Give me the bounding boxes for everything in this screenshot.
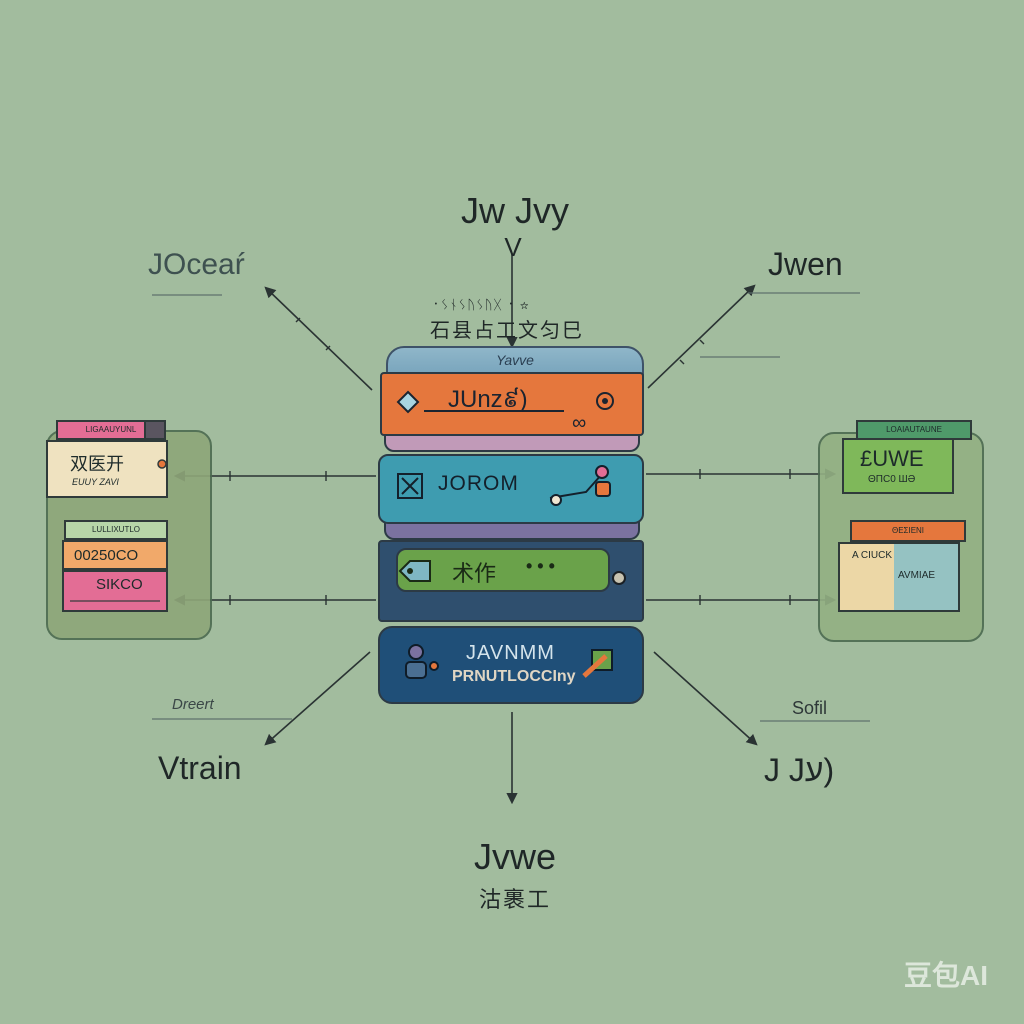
bottom-title: Jvwe	[473, 836, 557, 877]
underline-bottom-left	[152, 718, 292, 720]
left-card-3[interactable]	[62, 570, 168, 612]
left-card-2-tab: LULLIXUTLO	[64, 520, 168, 540]
diamond-icon	[396, 390, 420, 414]
left-card-1-title: 双医开	[70, 454, 124, 474]
right-card-1-tab: LOAIAUTAUNE	[856, 420, 972, 440]
left-card-2-value: 00250CO	[74, 547, 139, 564]
label-bottom-right: J Jע)	[764, 752, 835, 788]
left-card-1[interactable]	[46, 440, 168, 498]
layer-3-label: 术作	[452, 561, 497, 586]
underline-top-right-2	[700, 356, 780, 358]
layer-4-title: JAVNMM	[466, 642, 555, 664]
arrow-top-left	[264, 286, 373, 391]
top-caption-small: ᛫ᛊᚾᛊᚢᛊᚢᚷ ᛫ ☆	[432, 297, 530, 312]
bottom-caption: 沽裹工	[478, 887, 551, 912]
right-card-2-panel	[894, 544, 958, 610]
user-node-icon	[549, 465, 611, 506]
pin-icon	[157, 459, 167, 469]
top-title: Jw Jvy	[461, 190, 569, 231]
stack-cap-label: Yavve	[496, 352, 534, 368]
left-card-2[interactable]	[62, 540, 168, 570]
layer-3-pill	[396, 548, 610, 592]
top-subtitle: V	[504, 232, 522, 262]
label-top-left: JOceaŕ	[148, 248, 245, 281]
left-card-1-tab-end	[144, 420, 166, 440]
underline-top-left	[152, 294, 222, 296]
lock-icon	[612, 571, 626, 585]
left-card-3-value: SIKCO	[96, 576, 143, 593]
layer-3-dots: • • •	[526, 556, 555, 576]
label-top-right: Jwen	[768, 246, 843, 282]
right-card-1[interactable]	[842, 438, 954, 494]
layer-1-underline	[424, 410, 564, 412]
left-card-3-rule	[70, 600, 160, 602]
right-card-1-sub: ΘΠC0 ШӘ	[868, 474, 916, 485]
right-card-2-tab: ΘΕΣΙΕΝΙ	[850, 520, 966, 542]
layer-2-label: JOROM	[438, 472, 519, 495]
person-icon	[405, 644, 439, 679]
arrow-bottom-right	[653, 651, 758, 746]
tools-icon	[582, 649, 613, 678]
right-card-2-left: A CIUCK	[852, 550, 893, 561]
layer-1-label: JUnz៩)	[448, 386, 528, 413]
layer-4-subtitle: PRNUTLOCCIny	[452, 668, 576, 685]
left-card-1-sub: EUUY ZAVI	[72, 477, 119, 487]
right-card-1-title: £UWE	[860, 446, 924, 471]
watermark: 豆包AI	[903, 960, 988, 991]
right-card-2-right: AVMIAE	[898, 570, 936, 581]
target-icon	[596, 392, 614, 410]
label-bottom-right-small: Sofil	[792, 698, 828, 718]
label-bottom-left: Vtrain	[158, 750, 242, 786]
tag-icon	[398, 560, 431, 582]
underline-top-right	[748, 292, 860, 294]
layer-1-sub: ∞	[572, 412, 587, 434]
arrow-top-right	[647, 284, 756, 389]
stack-layer-1[interactable]	[380, 372, 644, 436]
close-box-icon	[397, 473, 423, 499]
arrow-bottom-left	[264, 651, 371, 746]
underline-bottom-right	[760, 720, 870, 722]
top-caption: 石县占工文匀巳	[430, 320, 584, 342]
label-bottom-left-small: Dreert	[172, 696, 214, 713]
